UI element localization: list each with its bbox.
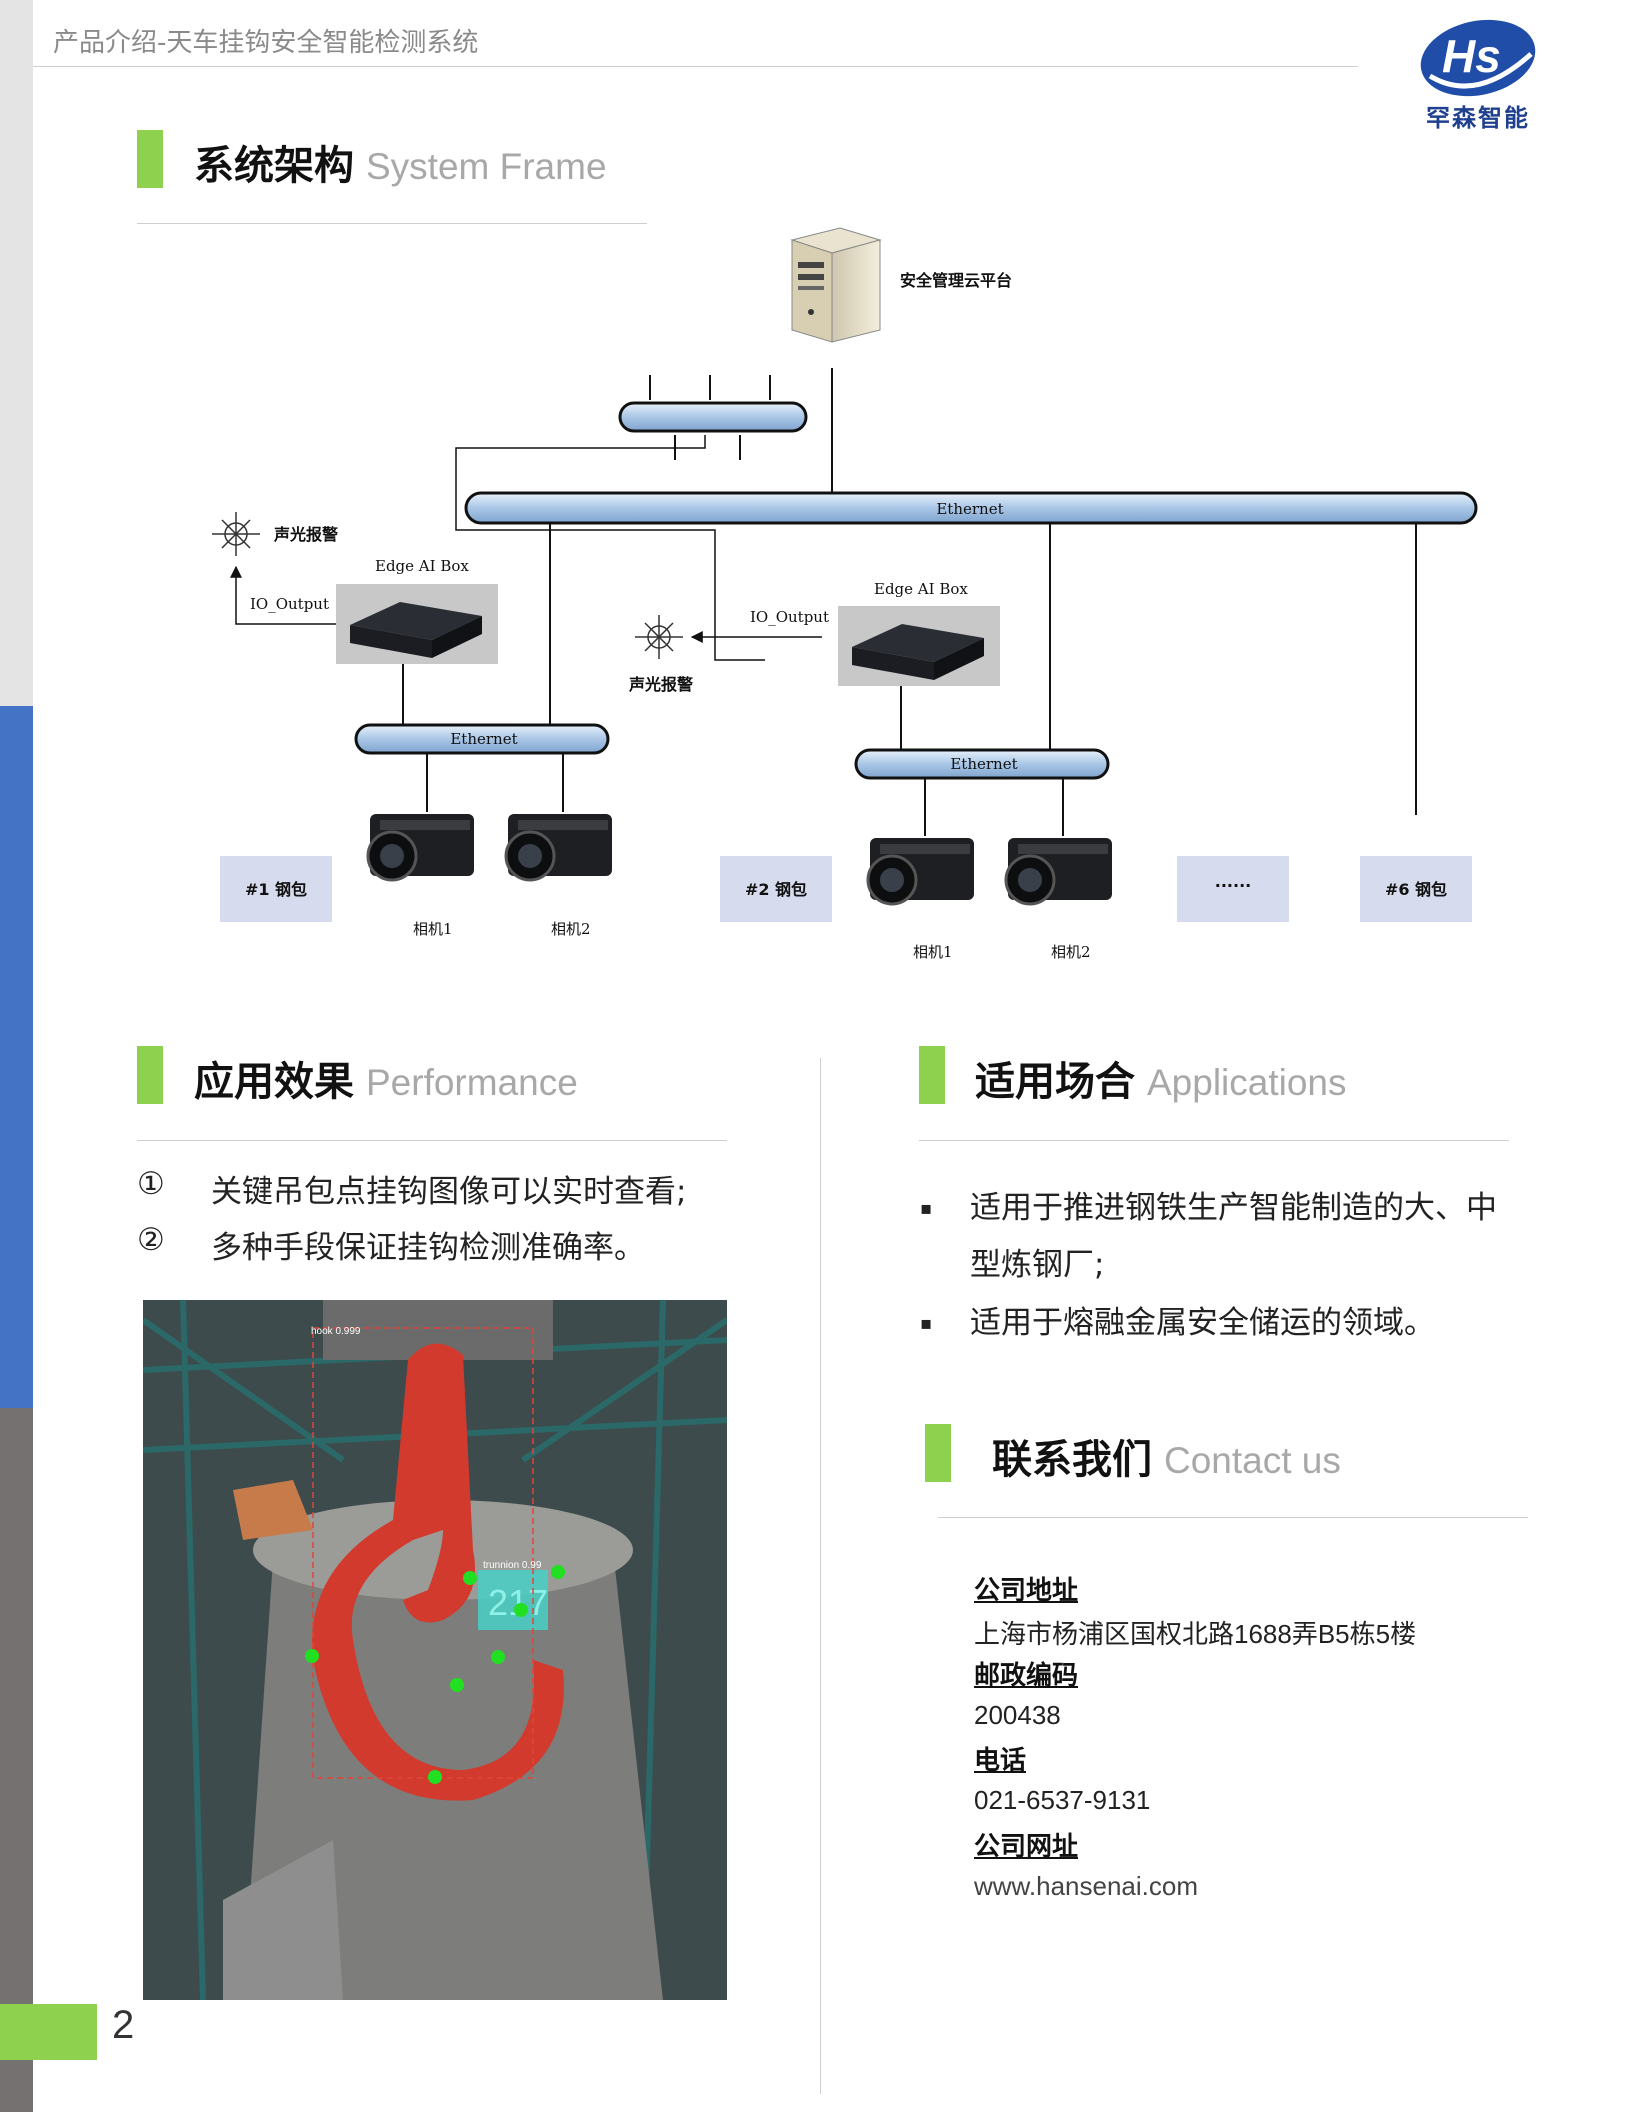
contact-heading: 联系我们 Contact us: [992, 1427, 1341, 1485]
section-title-cn: 系统架构: [194, 143, 354, 189]
performance-item: ① 关键吊包点挂钩图像可以实时查看;: [137, 1166, 686, 1211]
edge-ai-box-2: [838, 606, 1000, 686]
item-number: ②: [137, 1222, 165, 1258]
bullet-icon: ▪: [920, 1198, 933, 1219]
section-rule: [137, 223, 647, 224]
performance-heading: 应用效果 Performance: [194, 1049, 578, 1107]
item-text: 适用于熔融金属安全储运的领域。: [970, 1305, 1435, 1341]
io-output-label-1: IO_Output: [250, 595, 329, 613]
section-title-en: System Frame: [366, 146, 607, 187]
zip-label: 邮政编码: [974, 1661, 1079, 1691]
applications-heading: 适用场合 Applications: [975, 1049, 1347, 1107]
page-number: 2: [112, 2003, 135, 2047]
cloud-server-icon: [790, 227, 882, 343]
header-title: 产品介绍-天车挂钩安全智能检测系统: [53, 28, 479, 58]
page-number-marker: [0, 2004, 97, 2060]
section-title-cn: 应用效果: [194, 1059, 354, 1105]
ladle-label-2: #2 钢包: [745, 880, 807, 899]
section-rule: [137, 1140, 727, 1141]
logo-mark: Hs: [1442, 30, 1501, 82]
alarm-label-2: 声光报警: [628, 675, 693, 694]
ethernet-sub-1-label: Ethernet: [450, 730, 517, 748]
address-value: 上海市杨浦区国权北路1688弄B5栋5楼: [974, 1619, 1417, 1649]
item-number: ①: [137, 1166, 165, 1202]
section-marker: [925, 1424, 951, 1482]
alarm-icon-2: [635, 615, 683, 659]
section-rule: [919, 1140, 1509, 1141]
logo-name: 罕森智能: [1426, 103, 1530, 132]
hook-detection-photo: 217 hook 0.999 trunnion 0.99: [143, 1300, 727, 2000]
photo-trunnion-label: trunnion 0.99: [483, 1560, 542, 1571]
website-link[interactable]: www.hansenai.com: [974, 1871, 1198, 1901]
ethernet-sub-1: [354, 723, 610, 755]
section-title-en: Applications: [1147, 1062, 1347, 1103]
ladle-box-6: [1360, 856, 1472, 922]
header-divider: [33, 66, 1358, 67]
network-pipe-small: [618, 401, 808, 433]
ethernet-sub-2-label: Ethernet: [950, 755, 1017, 773]
system-frame-heading: 系统架构 System Frame: [194, 133, 607, 191]
item-text: 关键吊包点挂钩图像可以实时查看;: [211, 1174, 687, 1210]
cloud-platform-label: 安全管理云平台: [900, 271, 1012, 290]
side-bar-grey-top: [0, 0, 33, 706]
side-bar-blue: [0, 706, 33, 1408]
ladle-box-2: [720, 856, 832, 922]
camera-icon-1-2: [504, 814, 612, 882]
camera-icon-2-2: [1004, 838, 1112, 906]
ladle-box-more: [1177, 856, 1289, 922]
camera-label-2-1: 相机1: [913, 943, 953, 961]
phone-label: 电话: [974, 1746, 1027, 1776]
address-label: 公司地址: [974, 1576, 1079, 1606]
ladle-box-1: [220, 856, 332, 922]
section-rule: [938, 1517, 1528, 1518]
photo-number: 217: [488, 1582, 548, 1623]
bullet-icon: ▪: [920, 1313, 933, 1334]
ethernet-sub-2: [854, 748, 1110, 780]
section-marker: [919, 1046, 945, 1104]
application-item: ▪ 适用于推进钢铁生产智能制造的大、中型炼钢厂;: [920, 1180, 1520, 1294]
alarm-icon-1: [212, 512, 260, 556]
section-title-en: Contact us: [1164, 1440, 1341, 1481]
item-text: 多种手段保证挂钩检测准确率。: [211, 1230, 645, 1266]
edge-box-label-1: Edge AI Box: [375, 557, 469, 575]
alarm-label-1: 声光报警: [273, 525, 338, 544]
zip-value: 200438: [974, 1700, 1061, 1730]
io-output-label-2: IO_Output: [750, 608, 829, 626]
side-bar-grey-bottom: [0, 1408, 33, 2112]
edge-ai-box-1: [336, 584, 498, 664]
system-architecture-diagram: 安全管理云平台 Ethernet 声光报警 IO_Output Edge AI …: [212, 227, 1478, 961]
website-label: 公司网址: [974, 1832, 1079, 1862]
section-marker: [137, 1046, 163, 1104]
camera-label-1-1: 相机1: [413, 920, 453, 938]
application-item: ▪ 适用于熔融金属安全储运的领域。: [920, 1295, 1520, 1352]
section-marker: [137, 130, 163, 188]
phone-value: 021-6537-9131: [974, 1785, 1151, 1815]
ladle-label-1: #1 钢包: [245, 880, 307, 899]
performance-item: ② 多种手段保证挂钩检测准确率。: [137, 1222, 645, 1267]
company-logo: Hs: [1420, 19, 1536, 97]
camera-label-2-2: 相机2: [1051, 943, 1091, 961]
camera-label-1-2: 相机2: [551, 920, 591, 938]
photo-hook-label: hook 0.999: [311, 1326, 361, 1337]
ethernet-main: [464, 491, 1478, 525]
item-text: 适用于推进钢铁生产智能制造的大、中型炼钢厂;: [970, 1190, 1497, 1283]
section-title-en: Performance: [366, 1062, 578, 1103]
edge-box-label-2: Edge AI Box: [874, 580, 968, 598]
ladle-label-more: ······: [1215, 876, 1251, 895]
column-divider: [820, 1058, 821, 2094]
camera-icon-1-1: [366, 814, 474, 882]
section-title-cn: 适用场合: [975, 1059, 1135, 1105]
section-title-cn: 联系我们: [992, 1437, 1152, 1483]
ladle-label-6: #6 钢包: [1385, 880, 1447, 899]
ethernet-main-label: Ethernet: [936, 500, 1003, 518]
camera-icon-2-1: [866, 838, 974, 906]
